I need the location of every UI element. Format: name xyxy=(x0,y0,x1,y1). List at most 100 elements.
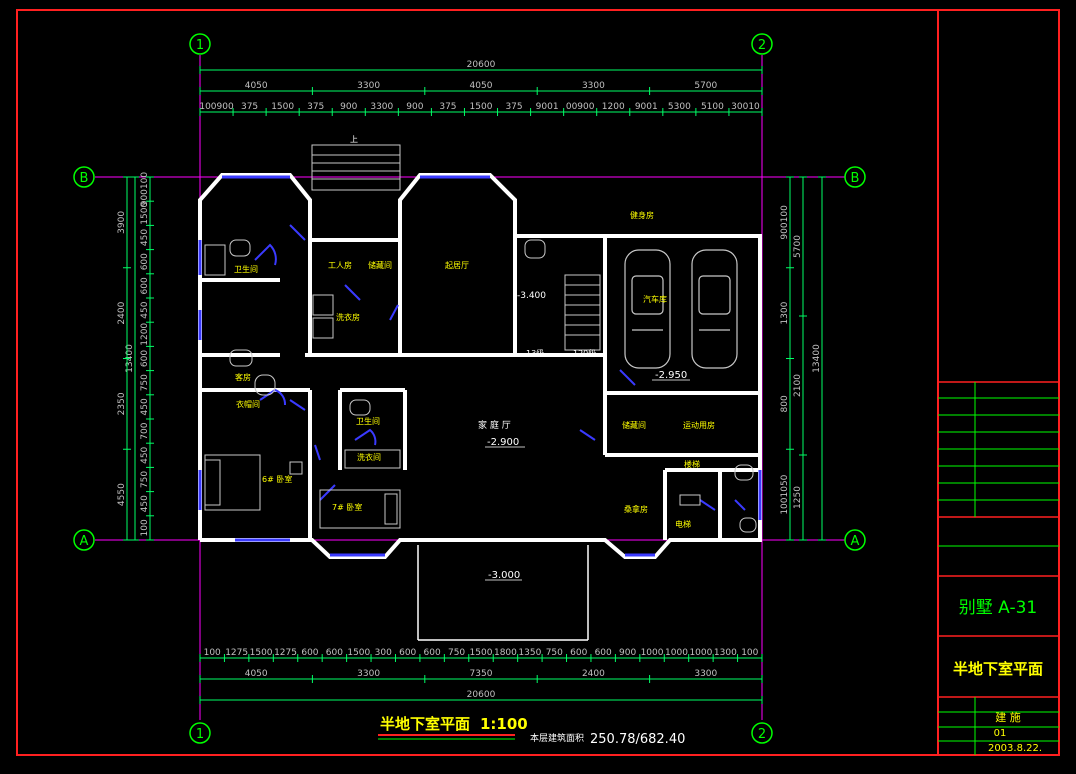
dim-left-tier3-label: 1200 xyxy=(140,323,150,346)
garage-cars xyxy=(624,249,738,369)
svg-text:B: B xyxy=(80,171,89,186)
room-living: 起居厅 xyxy=(445,261,469,270)
dim-bottom-tier1-label: 1500 xyxy=(470,648,493,658)
axis-grid-lines xyxy=(95,55,845,720)
dim-bottom-tier1-label: 600 xyxy=(424,648,441,658)
axis-b-right: B xyxy=(844,166,866,188)
axis-a-left: A xyxy=(73,529,95,551)
room-bedroom-7: 7# 卧室 xyxy=(332,502,362,512)
room-sports: 运动用房 xyxy=(683,420,715,430)
dim-bottom-tier1-label: 100 xyxy=(741,648,758,658)
dim-top-tier3-label: 1200 xyxy=(602,102,625,112)
dim-bottom-tier1-label: 900 xyxy=(619,648,636,658)
svg-text:A: A xyxy=(851,534,860,549)
room-bedroom-6: 6# 卧室 xyxy=(262,474,292,484)
dim-right-tier3-label: 800 xyxy=(780,395,790,412)
dim-bottom-tier2-label: 3300 xyxy=(694,669,717,679)
dim-bottom-tier1-label: 100 xyxy=(204,648,221,658)
svg-text:2: 2 xyxy=(758,38,766,53)
svg-text:2: 2 xyxy=(758,727,766,742)
dim-left-tier3-label: 700 xyxy=(140,422,150,439)
axis-b-left: B xyxy=(73,166,95,188)
area-value: 250.78/682.40 xyxy=(590,732,685,747)
dim-top-tier2-label: 3300 xyxy=(357,81,380,91)
room-fitness: 健身房 xyxy=(630,210,654,220)
dim-bottom-tier1-label: 750 xyxy=(546,648,563,658)
dim-top-tier3-label: 5100 xyxy=(701,102,724,112)
dim-bottom-tier1-label: 1000 xyxy=(665,648,688,658)
project-name: 别墅 A-31 xyxy=(959,598,1037,618)
dim-left-tier3-label: 450 xyxy=(140,446,150,463)
hall-label: 家 庭 厅 xyxy=(478,419,511,431)
furniture xyxy=(204,239,757,533)
dim-bottom-tier1-label: 1500 xyxy=(250,648,273,658)
room-garage: 汽车库 xyxy=(643,294,667,304)
dim-bottom-tier1-label: 300 xyxy=(375,648,392,658)
dim-left-tier3-label: 450 xyxy=(140,229,150,246)
dim-right-tier2-label: 5700 xyxy=(793,235,803,258)
dim-bottom-tier2-label: 3300 xyxy=(357,669,380,679)
axis-1-bottom: 1 xyxy=(189,722,211,744)
dim-top-tier3-label: 30010 xyxy=(731,102,760,112)
room-storage: 储藏间 xyxy=(368,260,392,270)
room-workers: 工人房 xyxy=(328,260,352,270)
doors xyxy=(254,224,746,511)
dim-left-tier3-label: 750 xyxy=(140,471,150,488)
dim-top-tier3-label: 900 xyxy=(406,102,423,112)
dim-left-tier2-label: 2400 xyxy=(117,301,127,324)
dim-bottom-tier1-label: 600 xyxy=(595,648,612,658)
dim-bottom-tier1-label: 1300 xyxy=(714,648,737,658)
dim-right-tier3-label: 900100 xyxy=(780,205,790,240)
room-sauna: 桑拿房 xyxy=(624,504,648,514)
area-label: 本层建筑面积 xyxy=(530,732,584,744)
dim-top-tier2-label: 4050 xyxy=(470,81,493,91)
stair-count-13: 13级 xyxy=(526,348,544,358)
dim-left-tier3-label: 600 xyxy=(140,253,150,270)
axis-2-top: 2 xyxy=(751,33,773,55)
dim-top-tier3-label: 900 xyxy=(340,102,357,112)
dim-top-tier3-label: 9001 xyxy=(536,102,559,112)
svg-text:A: A xyxy=(80,534,89,549)
dim-right-tier3-label: 1001050 xyxy=(780,474,790,514)
dim-top-tier3-label: 375 xyxy=(307,102,324,112)
dim-bottom-tier2-label: 7350 xyxy=(470,669,493,679)
dim-bottom-tier1-label: 1000 xyxy=(689,648,712,658)
svg-text:B: B xyxy=(851,171,860,186)
stair-count-120: 120级 xyxy=(573,348,596,358)
walls xyxy=(198,173,762,559)
discipline-label: 建 施 xyxy=(995,710,1021,724)
stairs xyxy=(311,144,601,351)
dim-top-tier3-label: 100900 xyxy=(199,102,234,112)
svg-text:1: 1 xyxy=(196,38,204,53)
dim-bottom-overall-label: 20600 xyxy=(467,690,496,700)
drawing-title: 半地下室平面 xyxy=(380,715,470,733)
dim-right-tier3-label: 1300 xyxy=(780,301,790,324)
sheet-drawing-name: 半地下室平面 xyxy=(953,660,1043,678)
axis-2-bottom: 2 xyxy=(751,722,773,744)
dim-bottom-tier1-label: 1000 xyxy=(641,648,664,658)
dim-right-overall-label: 13400 xyxy=(812,344,822,373)
room-laundry-2: 洗衣间 xyxy=(357,452,381,462)
svg-text:1: 1 xyxy=(196,727,204,742)
dim-top-overall-label: 20600 xyxy=(467,60,496,70)
dim-top-tier3-label: 375 xyxy=(505,102,522,112)
room-labels: 卫生间 工人房 储藏间 洗衣房 起居厅 健身房 客房 汽车库 储藏间 6# 卧室… xyxy=(234,210,715,529)
light-well xyxy=(417,545,589,641)
dim-bottom-tier1-label: 1350 xyxy=(518,648,541,658)
dim-left-tier3-label: 900100 xyxy=(140,172,150,207)
dim-top-tier3-label: 375 xyxy=(439,102,456,112)
dim-top-tier3-label: 5300 xyxy=(668,102,691,112)
dim-top-tier3-label: 1500 xyxy=(470,102,493,112)
windows xyxy=(198,175,762,557)
axis-a-right: A xyxy=(844,529,866,551)
room-bathroom-2: 卫生间 xyxy=(356,416,380,426)
dim-left-tier2-label: 3900 xyxy=(117,211,127,234)
drawing-scale: 1:100 xyxy=(480,715,528,733)
dim-left-tier3-label: 450 xyxy=(140,301,150,318)
dim-bottom-tier1-label: 600 xyxy=(570,648,587,658)
dim-top-tier2-label: 4050 xyxy=(245,81,268,91)
dim-left-tier2-label: 2350 xyxy=(117,392,127,415)
title-block-revision-grid xyxy=(938,382,1059,755)
